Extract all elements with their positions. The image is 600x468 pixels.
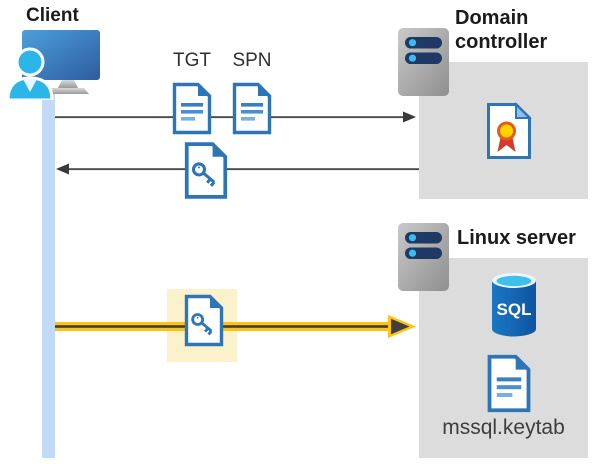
linux-server-box: SQL mssql.keytab (419, 258, 588, 458)
kerberos-ticket-arrow (55, 315, 420, 338)
spn-document-icon (232, 82, 272, 135)
tgt-label: TGT (173, 50, 211, 71)
request-arrowhead (403, 111, 416, 123)
certificate-icon (486, 102, 532, 160)
key-document-icon (184, 141, 228, 200)
linux-server-label: Linux server (457, 227, 576, 249)
client-label: Client (26, 5, 79, 26)
linux-server-icon (397, 222, 450, 292)
domain-controller-server-icon (397, 27, 450, 97)
spn-label: SPN (232, 50, 272, 71)
tgt-document-icon (172, 82, 212, 135)
person-icon (6, 47, 54, 100)
kerberos-arrowhead (391, 318, 410, 335)
keytab-label: mssql.keytab (442, 416, 565, 439)
key-document-highlight-icon (184, 291, 224, 350)
monitor-stand-neck (58, 80, 78, 88)
response-arrowhead (56, 163, 69, 175)
request-arrow (55, 109, 417, 125)
keytab-document-icon (486, 354, 532, 413)
client-lifeline (42, 88, 55, 458)
client-icon (6, 28, 106, 100)
monitor-stand-base (47, 88, 89, 94)
sql-label: SQL (497, 300, 532, 319)
domain-controller-label: Domain controller (455, 7, 548, 54)
client-monitor-person-icon (6, 30, 100, 100)
response-arrow (55, 161, 419, 177)
sql-database-icon: SQL (489, 271, 539, 339)
certificate-seal (497, 121, 516, 141)
